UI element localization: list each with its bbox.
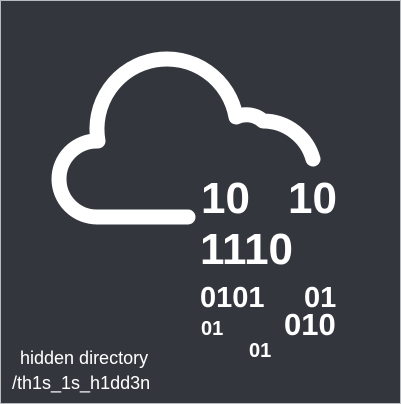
binary-digits-row-4-left: 01 (201, 318, 224, 340)
caption-title: hidden directory (20, 348, 149, 368)
binary-digits-row-3-right: 01 (304, 282, 337, 314)
binary-digits-row-1-left: 10 (201, 174, 250, 223)
binary-digits-row-2: 1110 (200, 225, 294, 274)
caption-path: /th1s_1s_h1dd3n (12, 373, 151, 393)
binary-digits-row-1-right: 10 (288, 174, 337, 223)
binary-digits-row-4-right: 010 (284, 307, 336, 342)
binary-digits-row-3-left: 0101 (200, 282, 265, 314)
binary-digits-row-5: 01 (249, 340, 272, 362)
